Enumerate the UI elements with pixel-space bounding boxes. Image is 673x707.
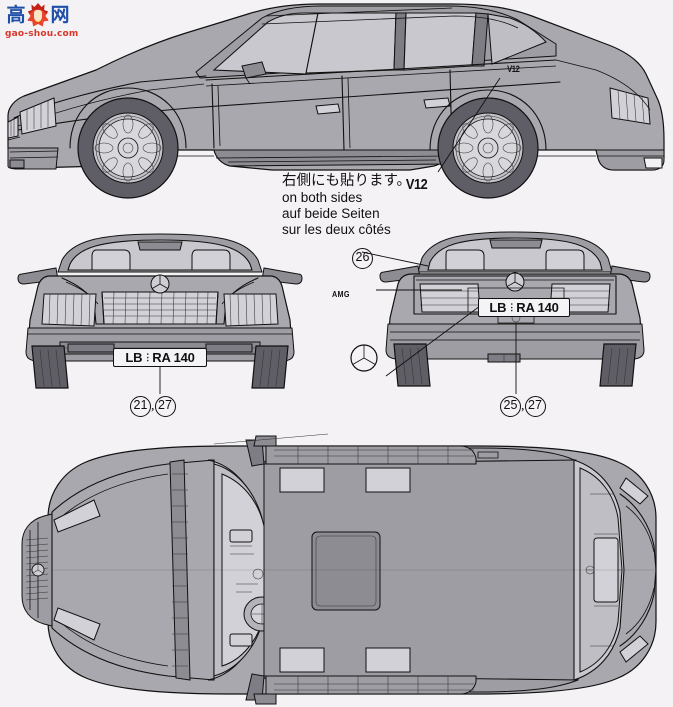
decal-note: 右側にも貼ります。 on both sides auf beide Seiten… <box>282 173 482 238</box>
callout-sep: , <box>521 398 525 414</box>
plate-right-front: RA 140 <box>152 350 195 365</box>
callout-number: 27 <box>524 396 546 417</box>
side-front-wheel <box>77 97 179 199</box>
callout-number: 25 <box>500 396 521 417</box>
sunroof <box>311 531 381 611</box>
rear-license-plate: LB ⋮ RA 140 <box>478 298 570 317</box>
side-view <box>0 0 673 200</box>
callout-number: 26 <box>352 248 373 269</box>
mercedes-star-front <box>150 274 170 294</box>
callout-rear-window: 26 <box>352 248 373 269</box>
plate-right-rear: RA 140 <box>516 300 559 315</box>
amg-badge-rear: AMG <box>331 290 350 299</box>
mercedes-star-callout <box>350 344 378 372</box>
gao-shou-logo: 高 网 gao-shou.com <box>5 3 79 43</box>
note-french: sur les deux côtés <box>282 222 391 237</box>
plate-separator-rear: ⋮ <box>507 302 516 312</box>
front-view <box>10 228 310 398</box>
side-rear-wheel <box>437 97 539 199</box>
logo-char-wang: 网 <box>50 4 70 26</box>
plate-left-front: LB <box>125 350 143 365</box>
plate-separator-front: ⋮ <box>143 352 152 362</box>
note-german: auf beide Seiten <box>282 206 380 221</box>
callout-number: 21 <box>130 396 151 417</box>
plate-left-rear: LB <box>489 300 507 315</box>
v12-badge-side: V12 <box>507 64 520 74</box>
callout-sep: , <box>151 398 155 414</box>
note-japanese: 右側にも貼ります。 <box>282 173 412 189</box>
callout-front-parts: 21,27 <box>130 396 176 417</box>
logo-domain-text: gao-shou.com <box>5 29 79 39</box>
logo-char-gao: 高 <box>6 4 26 26</box>
flame-thumb-icon <box>27 3 49 27</box>
note-english: on both sides <box>282 190 363 205</box>
callout-rear-parts: 25,27 <box>500 396 546 417</box>
mercedes-star-rear <box>505 272 525 292</box>
v12-badge-note: V12 <box>405 176 428 193</box>
callout-number: 27 <box>154 396 176 417</box>
front-license-plate: LB ⋮ RA 140 <box>113 348 207 367</box>
top-view <box>8 433 668 706</box>
mercedes-star-top <box>31 563 45 577</box>
